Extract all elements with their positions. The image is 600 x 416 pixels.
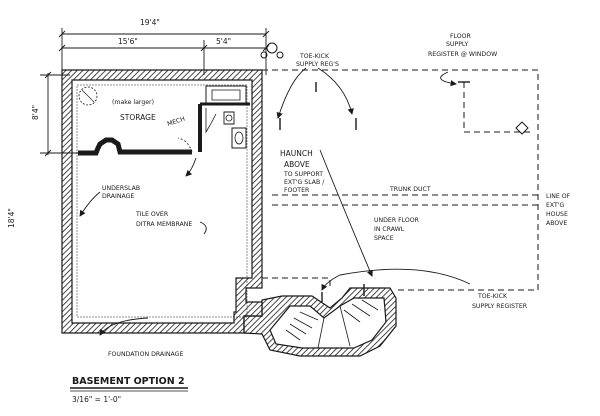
trunk-duct-label: TRUNK DUCT — [389, 186, 431, 193]
toe-kick-register-note: TOE-KICK SUPPLY REGISTER — [472, 293, 528, 310]
crawl-space-outline — [262, 69, 539, 291]
right-width-dim: 5'4" — [216, 37, 231, 46]
mech-label: MECH — [166, 116, 186, 128]
svg-text:UNDERSLAB: UNDERSLAB — [102, 185, 140, 192]
svg-text:ABOVE: ABOVE — [546, 220, 567, 227]
registers — [279, 81, 470, 302]
svg-text:TOE-KICK: TOE-KICK — [477, 293, 508, 300]
svg-text:HOUSE: HOUSE — [546, 211, 568, 218]
svg-text:IN CRAWL: IN CRAWL — [374, 226, 405, 233]
title-underline — [70, 387, 188, 392]
storage-walls — [78, 85, 250, 156]
floor-supply-register-note: FLOOR SUPPLY REGISTER @ WINDOW — [428, 33, 497, 58]
exterior-symbol — [260, 42, 529, 135]
toe-kick-supply-regs-note: TOE-KICK SUPPLY REG'S — [296, 53, 339, 68]
underslab-drainage-note: UNDERSLAB DRAINAGE — [102, 185, 140, 200]
svg-text:LINE OF: LINE OF — [546, 193, 571, 200]
tile-over-note: TILE OVER DITRA MEMBRANE — [135, 211, 192, 228]
leader-arrows — [79, 67, 471, 336]
svg-text:SUPPLY: SUPPLY — [446, 41, 469, 48]
haunch-note: HAUNCH ABOVE TO SUPPORT EXT'G SLAB / FOO… — [280, 149, 325, 194]
svg-text:DITRA MEMBRANE: DITRA MEMBRANE — [136, 221, 192, 228]
storage-depth-dim: 8'4" — [31, 105, 40, 120]
overall-width-dim: 19'4" — [140, 18, 160, 27]
overall-depth-dim: 18'4" — [7, 208, 16, 228]
svg-text:SUPPLY REGISTER: SUPPLY REGISTER — [472, 303, 528, 310]
left-width-dim: 15'6" — [118, 37, 138, 46]
svg-text:FLOOR: FLOOR — [450, 33, 472, 40]
drawing-scale: 3/16" = 1'-0" — [72, 395, 121, 404]
svg-text:ABOVE: ABOVE — [284, 160, 310, 169]
drawing-title: BASEMENT OPTION 2 — [72, 376, 185, 387]
foundation-drainage-label: FOUNDATION DRAINAGE — [108, 351, 183, 358]
foundation-walls — [61, 69, 263, 334]
svg-text:REGISTER @ WINDOW: REGISTER @ WINDOW — [428, 50, 497, 58]
svg-text:EXT'G SLAB /: EXT'G SLAB / — [284, 179, 325, 186]
make-larger-note: (make larger) — [112, 99, 154, 106]
svg-text:TILE OVER: TILE OVER — [135, 211, 169, 218]
svg-text:SUPPLY REG'S: SUPPLY REG'S — [296, 61, 339, 68]
under-floor-note: UNDER FLOOR IN CRAWL SPACE — [374, 217, 420, 242]
svg-text:DRAINAGE: DRAINAGE — [102, 193, 134, 200]
svg-text:FOOTER: FOOTER — [284, 187, 310, 194]
svg-text:SPACE: SPACE — [374, 235, 394, 242]
line-of-house-note: LINE OF EXT'G HOUSE ABOVE — [546, 193, 571, 227]
svg-text:HAUNCH: HAUNCH — [280, 149, 313, 158]
storage-label: STORAGE — [120, 113, 156, 122]
svg-text:EXT'G: EXT'G — [546, 202, 565, 209]
top-dimensions — [58, 28, 270, 75]
left-dimensions — [40, 71, 82, 157]
svg-text:TO SUPPORT: TO SUPPORT — [283, 171, 323, 178]
svg-text:TOE-KICK: TOE-KICK — [299, 53, 330, 60]
stair-entry — [243, 287, 397, 357]
svg-text:UNDER FLOOR: UNDER FLOOR — [374, 217, 420, 224]
